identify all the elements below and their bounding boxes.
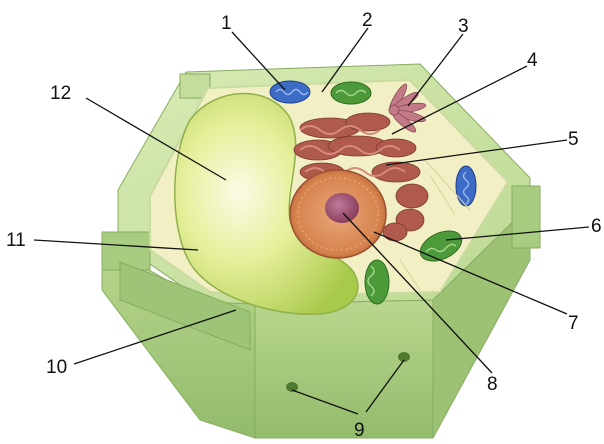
label-6: 6 [591, 216, 602, 237]
nucleolus [325, 193, 359, 223]
label-8: 8 [487, 374, 498, 395]
label-4: 4 [527, 50, 538, 71]
label-12: 12 [50, 83, 71, 104]
label-9: 9 [354, 420, 365, 441]
label-1: 1 [221, 13, 232, 34]
label-5: 5 [568, 129, 579, 150]
label-10: 10 [46, 357, 67, 378]
label-11: 11 [6, 230, 26, 251]
mitochondrion-top [270, 81, 310, 103]
chloroplast-bottom [365, 260, 389, 304]
nucleus [290, 170, 386, 258]
chloroplast-top [331, 82, 371, 104]
label-3: 3 [458, 16, 469, 37]
mitochondrion-right [456, 166, 476, 206]
label-2: 2 [362, 10, 373, 31]
label-7: 7 [568, 313, 579, 334]
